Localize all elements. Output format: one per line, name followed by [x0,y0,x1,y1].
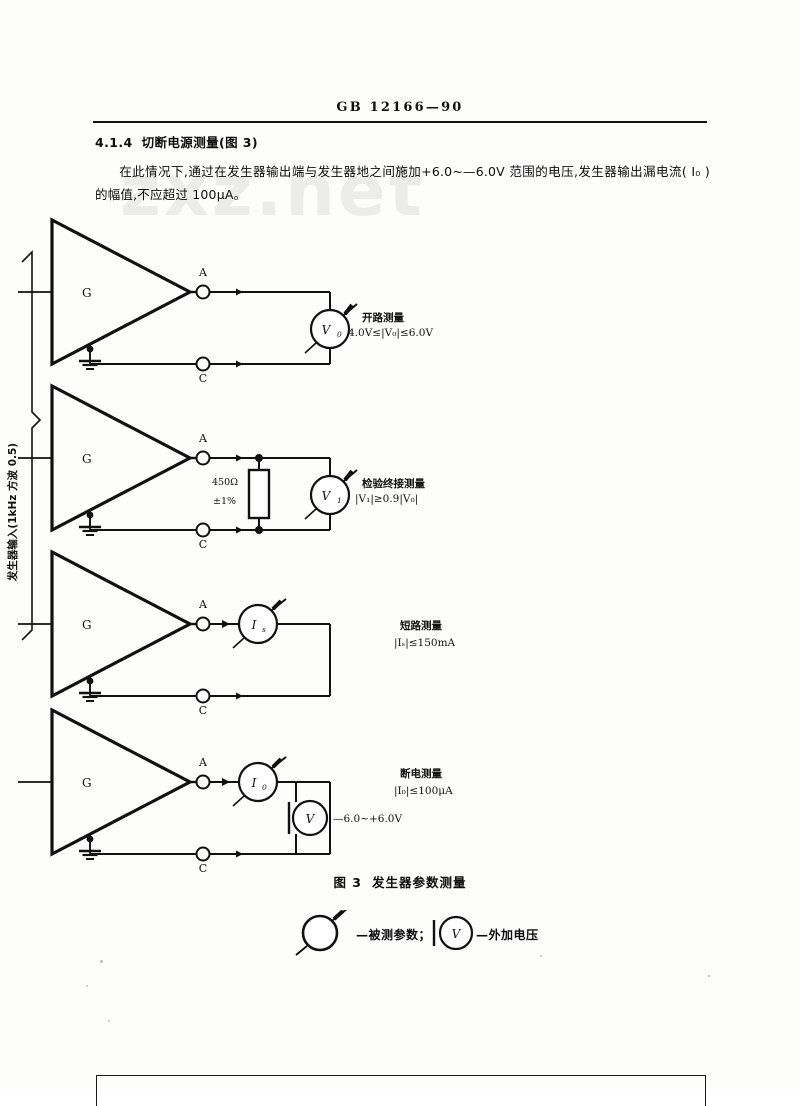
meter-label-3: I [251,618,257,632]
meter-label-4: I [251,776,257,790]
meter-subscript-1: 0 [337,330,342,339]
scan-speckle [540,955,542,957]
figure-caption-title: 发生器参数测量 [372,875,467,890]
figure-legend: V —被测参数； —外加电压 [290,907,590,956]
scan-speckle [86,985,88,987]
meter-subscript-3: s [262,625,266,634]
scan-speckle [108,1020,110,1022]
section-number: 4.1.4 [95,135,133,150]
annotation-title-4: 断电测量 [400,767,442,780]
applied-voltage-icon: V [438,915,474,951]
amplifier-label-2: G [82,452,92,466]
section-heading: 4.1.4 切断电源测量(图 3) [95,132,258,151]
legend-measured-parameter-label: —被测参数； [356,928,432,942]
section-paragraph: 在此情况下,通过在发生器输出端与发生器地之间施加+6.0~—6.0V 范围的电压… [95,160,710,206]
terminal-label-c-4: C [199,862,207,875]
annotation-condition-2: |V₁|≥0.9|V₀| [355,493,418,506]
input-group-label: 发生器输入(1kHz 方波 0.5) [6,443,19,582]
scan-speckle [100,960,103,963]
terminal-label-c-1: C [199,372,207,385]
meter-label-2: V [322,489,332,503]
diagram-power-off: G A I 0 [18,707,453,875]
input-group-bracket [21,250,42,641]
terminal-label-a-4: A [198,756,208,769]
amplifier-label-3: G [82,618,92,632]
terminal-label-a-1: A [198,266,208,279]
diagram-open-circuit: G A V 0 [18,217,433,385]
scan-speckle [708,975,710,977]
figure-caption-number: 图 3 [333,875,363,890]
terminal-label-a-2: A [198,432,208,445]
terminal-label-c-2: C [199,538,207,551]
meter-label-1: V [322,323,332,337]
annotation-title-2: 检验终接测量 [362,477,425,490]
legend-applied-voltage-label: —外加电压 [476,928,539,942]
source-label-4: V [306,812,316,826]
meter-subscript-4: 0 [262,783,267,792]
source-value-4: —6.0~+6.0V [333,813,402,825]
figure-caption: 图 3 发生器参数测量 [0,872,800,891]
page-header-standard-number: GB 12166—90 [336,100,464,115]
annotation-title-3: 短路测量 [400,619,442,632]
annotation-title-1: 开路测量 [362,311,404,324]
measured-parameter-icon [295,907,349,956]
resistor-tolerance: ±1% [213,496,236,507]
figure-3-circuit-diagrams: 发生器输入(1kHz 方波 0.5) G A [0,212,800,912]
diagram-terminated: G A 450Ω ±1% [18,383,425,551]
amplifier-label-4: G [82,776,92,790]
resistor-value: 450Ω [212,477,238,488]
meter-subscript-2: 1 [337,496,342,505]
terminal-label-a-3: A [198,598,208,611]
diagram-short-circuit: G A I s [18,549,456,717]
annotation-condition-1: 4.0V≤|V₀|≤6.0V [348,327,433,340]
legend-voltage-symbol: V [452,927,462,941]
annotation-condition-4: |I₀|≤100μA [394,785,453,798]
header-divider-rule [93,121,707,123]
paragraph-text: 在此情况下,通过在发生器输出端与发生器地之间施加+6.0~—6.0V 范围的电压… [95,164,710,202]
section-title: 切断电源测量(图 3) [141,135,258,150]
amplifier-label-1: G [82,286,92,300]
terminal-label-c-3: C [199,704,207,717]
annotation-condition-3: |Iₛ|≤150mA [394,637,456,650]
